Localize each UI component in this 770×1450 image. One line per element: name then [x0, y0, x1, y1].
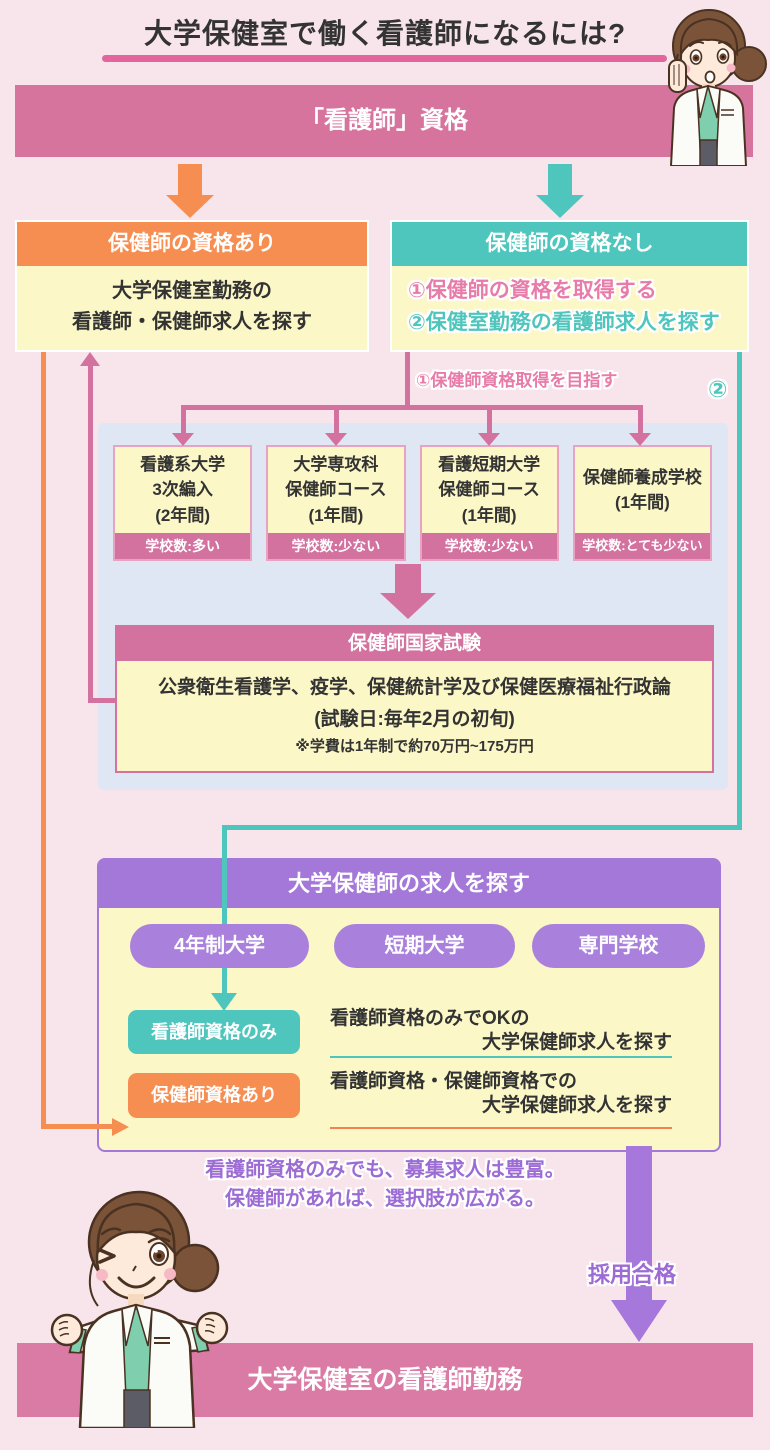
- without-license-step2: ②保健室勤務の看護師求人を探す: [408, 310, 720, 334]
- school-3-line1: 看護短期大学: [438, 454, 541, 474]
- without-license-header: 保健師の資格なし: [392, 222, 747, 266]
- branch-drop-3: [487, 405, 492, 435]
- branch-drop-4-head: [629, 433, 651, 446]
- page-title: 大学保健室で働く看護師になるには?: [143, 18, 627, 49]
- exam-header: 保健師国家試験: [117, 627, 712, 661]
- school-4-count: 学校数:とても少ない: [574, 533, 710, 559]
- pill-vocational-school: 専門学校: [532, 924, 705, 968]
- school-2-line3: (1年間): [308, 505, 364, 525]
- pill-junior-college: 短期大学: [334, 924, 515, 968]
- school-1-line1: 看護系大学: [140, 454, 226, 474]
- school-box-4: 保健師養成学校 (1年間) 学校数:とても少ない: [572, 445, 712, 561]
- nurse-only-text: 看護師資格のみでOKの 大学保健師求人を探す: [330, 1007, 672, 1055]
- feedback-line-vertical: [88, 364, 93, 702]
- school-1-count: 学校数:多い: [115, 533, 251, 559]
- nurse-only-line2: 大学保健師求人を探す: [481, 1031, 672, 1053]
- route-line-orange-vertical: [41, 352, 46, 1128]
- branch-drop-4: [638, 405, 643, 435]
- feedback-line-horizontal: [88, 698, 117, 703]
- arrow-down-teal: [548, 164, 572, 195]
- exam-date: (試験日:毎年2月の初旬): [314, 709, 515, 730]
- hired-arrow-shaft: [626, 1146, 652, 1302]
- school-3-count: 学校数:少ない: [421, 533, 557, 559]
- school-3-line3: (1年間): [461, 505, 517, 525]
- school-2-line1: 大学専攻科: [293, 454, 379, 474]
- with-phn-underline: [330, 1127, 672, 1129]
- route2-line-down-vertical: [222, 825, 227, 995]
- school-4-line1: 保健師養成学校: [582, 467, 702, 487]
- school-4-line2: (1年間): [614, 493, 670, 512]
- note-text: 看護師資格のみでも、募集求人は豊富。 保健師があれば、選択肢が広がる。: [0, 1156, 770, 1214]
- school-2-line2: 保健師コース: [285, 480, 387, 500]
- tag-with-phn: 保健師資格あり: [128, 1073, 300, 1118]
- branch-drop-3-head: [478, 433, 500, 446]
- note-line1: 看護師資格のみでも、募集求人は豊富。: [205, 1159, 565, 1181]
- feedback-arrow-up-head: [80, 352, 100, 366]
- without-license-box: 保健師の資格なし ①保健師の資格を取得する ②保健室勤務の看護師求人を探す: [390, 220, 749, 352]
- nurse-character-cheering-illustration: [50, 1190, 229, 1428]
- exam-subjects: 公衆衛生看護学、疫学、保健統計学及び保健医療福祉行政論: [157, 677, 671, 698]
- exam-arrow-head: [380, 593, 436, 619]
- with-license-line2: 看護師・保健師求人を探す: [72, 311, 312, 333]
- route2-arrow-head: [211, 993, 237, 1011]
- exam-box: 保健師国家試験 公衆衛生看護学、疫学、保健統計学及び保健医療福祉行政論 (試験日…: [115, 625, 714, 773]
- note-line2: 保健師があれば、選択肢が広がる。: [225, 1188, 545, 1210]
- tag-nurse-only: 看護師資格のみ: [128, 1010, 300, 1054]
- with-phn-text: 看護師資格・保健師資格での 大学保健師求人を探す: [330, 1070, 672, 1118]
- exam-arrow-shaft: [395, 564, 421, 594]
- branch-drop-2: [334, 405, 339, 435]
- arrow-down-orange: [178, 164, 202, 195]
- nurse-character-worried: [653, 2, 770, 166]
- nurse-only-underline: [330, 1056, 672, 1058]
- route-line-orange-horizontal: [41, 1124, 114, 1129]
- arrow-down-teal-head: [536, 195, 584, 218]
- with-phn-line1: 看護師資格・保健師資格での: [330, 1071, 578, 1092]
- school-3-line2: 保健師コース: [438, 480, 540, 500]
- school-box-2: 大学専攻科 保健師コース (1年間) 学校数:少ない: [266, 445, 406, 561]
- without-license-step1: ①保健師の資格を取得する: [408, 279, 657, 302]
- route2-line-right-vertical: [737, 352, 742, 830]
- with-license-header: 保健師の資格あり: [17, 222, 367, 266]
- route-label-2: ②: [708, 376, 728, 402]
- with-phn-line2: 大学保健師求人を探す: [481, 1094, 672, 1116]
- branch-drop-1: [181, 405, 186, 435]
- nurse-only-line1: 看護師資格のみでOKの: [330, 1008, 530, 1029]
- branch-feeder-vertical: [405, 352, 410, 410]
- with-license-line1: 大学保健室勤務の: [112, 280, 272, 302]
- hired-arrow-head: [611, 1300, 667, 1342]
- job-search-header: 大学保健師の求人を探す: [99, 860, 719, 908]
- school-1-line3: (2年間): [155, 505, 211, 525]
- branch-drop-1-head: [172, 433, 194, 446]
- school-1-line2: 3次編入: [152, 480, 213, 500]
- with-license-box: 保健師の資格あり 大学保健室勤務の 看護師・保健師求人を探す: [15, 220, 369, 352]
- route2-line-horizontal: [222, 825, 742, 830]
- hired-label: 採用合格: [588, 1262, 677, 1287]
- branch-drop-2-head: [325, 433, 347, 446]
- nurse-character-cheering: [42, 1180, 242, 1428]
- arrow-down-orange-head: [166, 195, 214, 218]
- nurse-qualification-banner: 「看護師」資格: [15, 85, 753, 157]
- school-box-1: 看護系大学 3次編入 (2年間) 学校数:多い: [113, 445, 253, 561]
- school-box-3: 看護短期大学 保健師コース (1年間) 学校数:少ない: [419, 445, 559, 561]
- school-2-count: 学校数:少ない: [268, 533, 404, 559]
- nurse-character-worried-illustration: [668, 9, 767, 166]
- exam-note: ※学費は1年制で約70万円~175万円: [295, 738, 534, 755]
- pill-university: 4年制大学: [130, 924, 309, 968]
- route-label-get-license: ①保健師資格取得を目指す: [416, 371, 618, 390]
- branch-horizontal: [183, 405, 642, 410]
- title-underline: [102, 55, 667, 62]
- route-arrow-orange-head: [112, 1118, 129, 1136]
- schools-row: 看護系大学 3次編入 (2年間) 学校数:多い 大学専攻科 保健師コース (1年…: [113, 445, 712, 561]
